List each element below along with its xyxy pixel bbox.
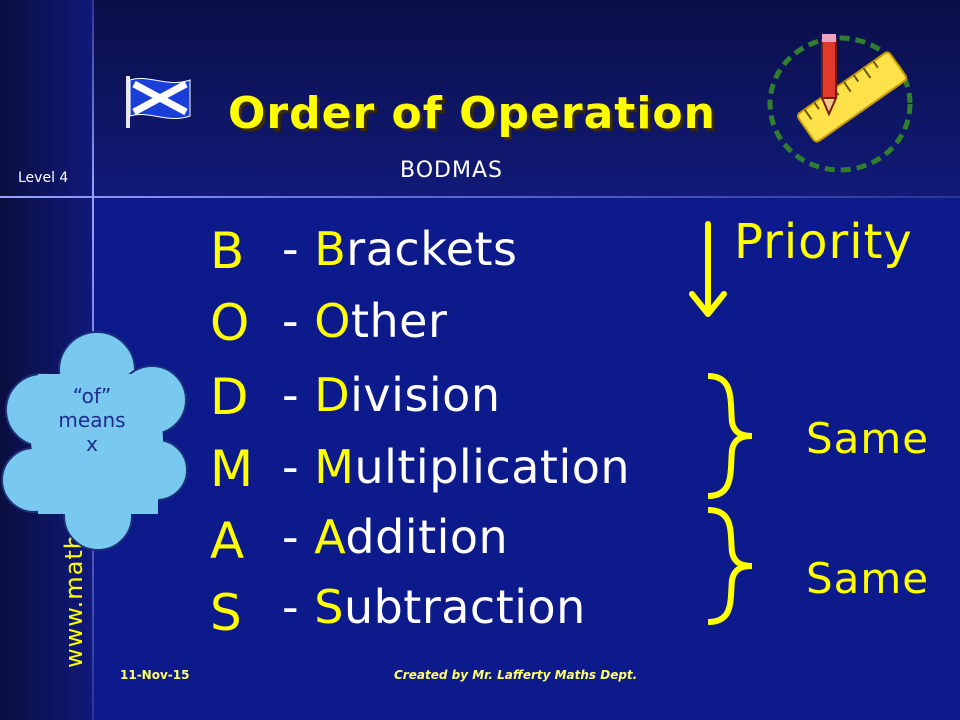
rule-dash: - [282, 294, 315, 348]
ruler-pencil-clipart-icon [767, 34, 913, 173]
rule-rest: ther [350, 294, 448, 348]
rule-rest: ultiplication [354, 440, 631, 494]
rule-rest: ubtraction [343, 580, 586, 634]
letter-a: A [210, 512, 245, 570]
letter-b: B [210, 222, 245, 280]
same-label: Same [806, 554, 930, 603]
level-label: Level 4 [18, 170, 69, 186]
rule-rest: ddition [345, 510, 509, 564]
down-arrow-icon [689, 221, 727, 317]
cloud-line: x [86, 432, 98, 456]
cloud-line: means [58, 408, 126, 432]
rule-initial: S [314, 580, 344, 634]
priority-label: Priority [734, 214, 913, 270]
slide-subtitle: BODMAS [400, 158, 503, 183]
rule-initial: D [314, 368, 351, 422]
rule-initial: A [314, 510, 346, 564]
rule-initial: M [314, 440, 355, 494]
rule-dash: - [282, 580, 315, 634]
rule-multiplication: - Multiplication [282, 440, 630, 494]
brace-icon [707, 373, 753, 499]
letter-d: D [210, 368, 249, 426]
rule-dash: - [282, 368, 315, 422]
letter-m: M [210, 440, 254, 498]
rule-addition: - Addition [282, 510, 508, 564]
rule-initial: O [314, 294, 351, 348]
rule-rest: ivision [350, 368, 501, 422]
cloud-line: “of” [72, 384, 112, 408]
header-divider [0, 196, 960, 198]
cloud-icon [1, 331, 188, 551]
footer-credit: Created by Mr. Lafferty Maths Dept. [394, 668, 638, 682]
brace-icon [707, 507, 753, 625]
footer-date: 11-Nov-15 [120, 668, 190, 682]
scotland-flag-icon [126, 76, 191, 128]
letter-s: S [210, 584, 242, 642]
rule-brackets: - Brackets [282, 222, 518, 276]
rule-dash: - [282, 222, 315, 276]
rule-subtraction: - Subtraction [282, 580, 586, 634]
letter-o: O [210, 294, 250, 352]
slide-title: Order of Operation [228, 88, 716, 139]
rule-dash: - [282, 510, 315, 564]
rule-division: - Division [282, 368, 500, 422]
rule-other: - Other [282, 294, 447, 348]
same-label: Same [806, 414, 930, 463]
cloud-callout: “of” means x [40, 384, 144, 456]
rule-rest: rackets [346, 222, 518, 276]
rule-dash: - [282, 440, 315, 494]
rule-initial: B [314, 222, 347, 276]
